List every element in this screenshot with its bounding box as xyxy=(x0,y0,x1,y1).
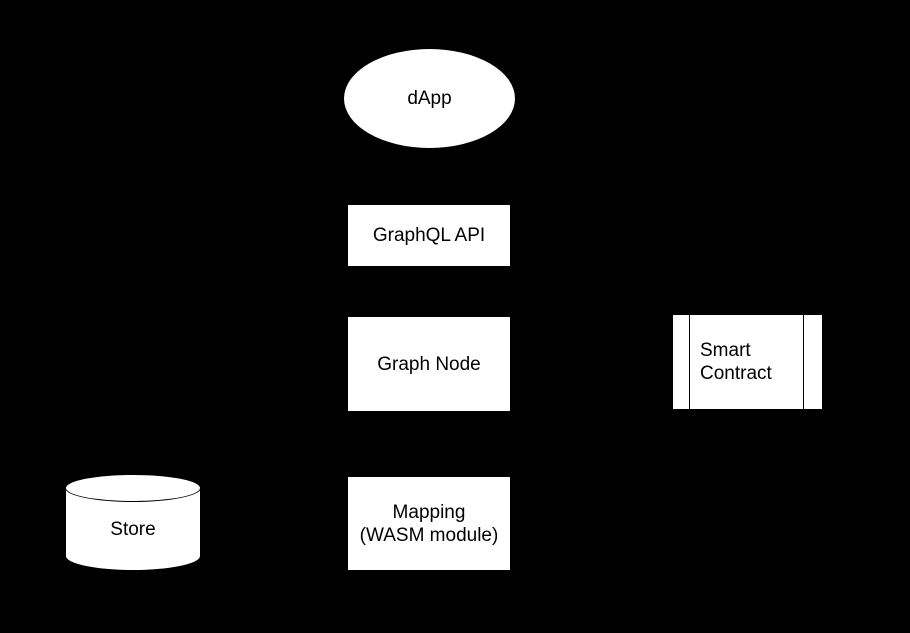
node-smart-contract-label: Smart Contract xyxy=(700,340,772,384)
node-graphql-api-label: GraphQL API xyxy=(372,225,486,246)
node-mapping: Mapping (WASM module) xyxy=(347,476,511,571)
node-graph-node: Graph Node xyxy=(347,316,511,412)
node-graphql-api: GraphQL API xyxy=(347,204,511,267)
node-store-label: Store xyxy=(110,519,156,540)
node-mapping-label: Mapping (WASM module) xyxy=(359,501,499,546)
predefined-process-right-line xyxy=(803,315,804,409)
node-dapp: dApp xyxy=(343,48,516,149)
cylinder-top-ellipse xyxy=(65,474,201,502)
predefined-process-left-line xyxy=(689,315,690,409)
node-dapp-label: dApp xyxy=(407,88,452,109)
node-smart-contract: Smart Contract xyxy=(672,314,823,410)
node-graph-node-label: Graph Node xyxy=(377,353,481,375)
node-store: Store xyxy=(65,474,201,571)
